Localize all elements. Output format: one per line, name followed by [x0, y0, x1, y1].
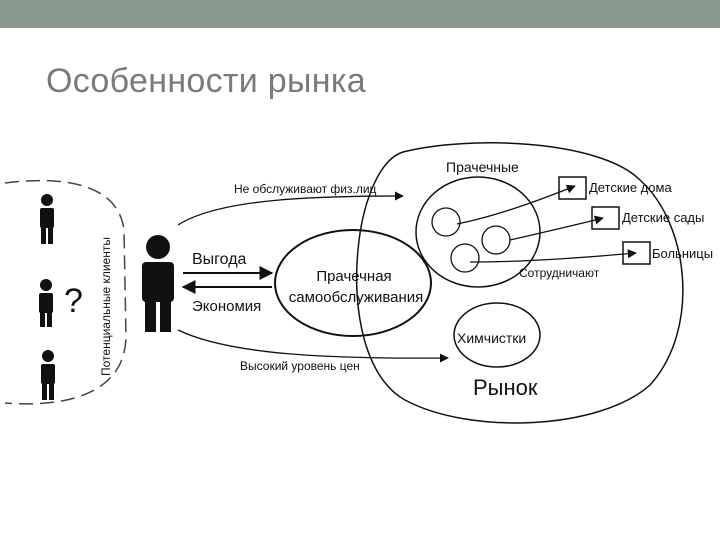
client-person-icon [39, 279, 53, 327]
dry-cleaning-circle [453, 302, 541, 368]
laundry-small-circle [431, 207, 461, 237]
self-service-laundry-line1: Прачечная [316, 268, 391, 285]
self-service-laundry-circle [274, 229, 432, 337]
dry-cleaning-label: Химчистки [457, 330, 526, 346]
arrow-not-served-label: Не обслуживают физ.лиц [234, 182, 377, 196]
arrow-economy-label: Экономия [192, 298, 261, 315]
arrow-high-prices-label: Высокий уровень цен [240, 359, 360, 373]
arrow-to-orphanages [456, 184, 576, 225]
clients-group-outline [4, 179, 127, 405]
clients-label: Потенциальные клиенты [99, 237, 113, 376]
client-large-person-icon [142, 235, 174, 332]
market-label: Рынок [473, 375, 538, 400]
laundry-small-circle [450, 243, 480, 273]
arrow-benefit-label: Выгода [192, 251, 247, 268]
slide-title: Особенности рынка [46, 62, 366, 100]
arrow-not-served [177, 191, 404, 226]
partner-label-hospitals: Больницы [652, 246, 713, 261]
market-ellipse [355, 142, 684, 424]
self-service-laundry-line2: самообслуживания [289, 289, 424, 306]
arrow-high-prices [177, 329, 449, 363]
partner-box-kindergartens [591, 206, 620, 230]
client-person-icon [40, 194, 54, 244]
partner-label-kindergartens: Детские сады [622, 210, 704, 225]
top-bar [0, 0, 720, 28]
partner-box-orphanages [558, 176, 587, 200]
question-mark: ? [64, 282, 83, 320]
arrow-to-hospitals [469, 249, 637, 263]
laundries-circle [415, 176, 541, 288]
partner-label-orphanages: Детские дома [589, 180, 672, 195]
partner-box-hospitals [622, 241, 651, 265]
laundry-small-circle [481, 225, 511, 255]
arrow-to-kindergartens [509, 215, 604, 241]
laundries-label: Прачечные [446, 159, 519, 175]
client-person-icon [41, 350, 55, 400]
cooperate-label: Сотрудничают [519, 266, 600, 280]
